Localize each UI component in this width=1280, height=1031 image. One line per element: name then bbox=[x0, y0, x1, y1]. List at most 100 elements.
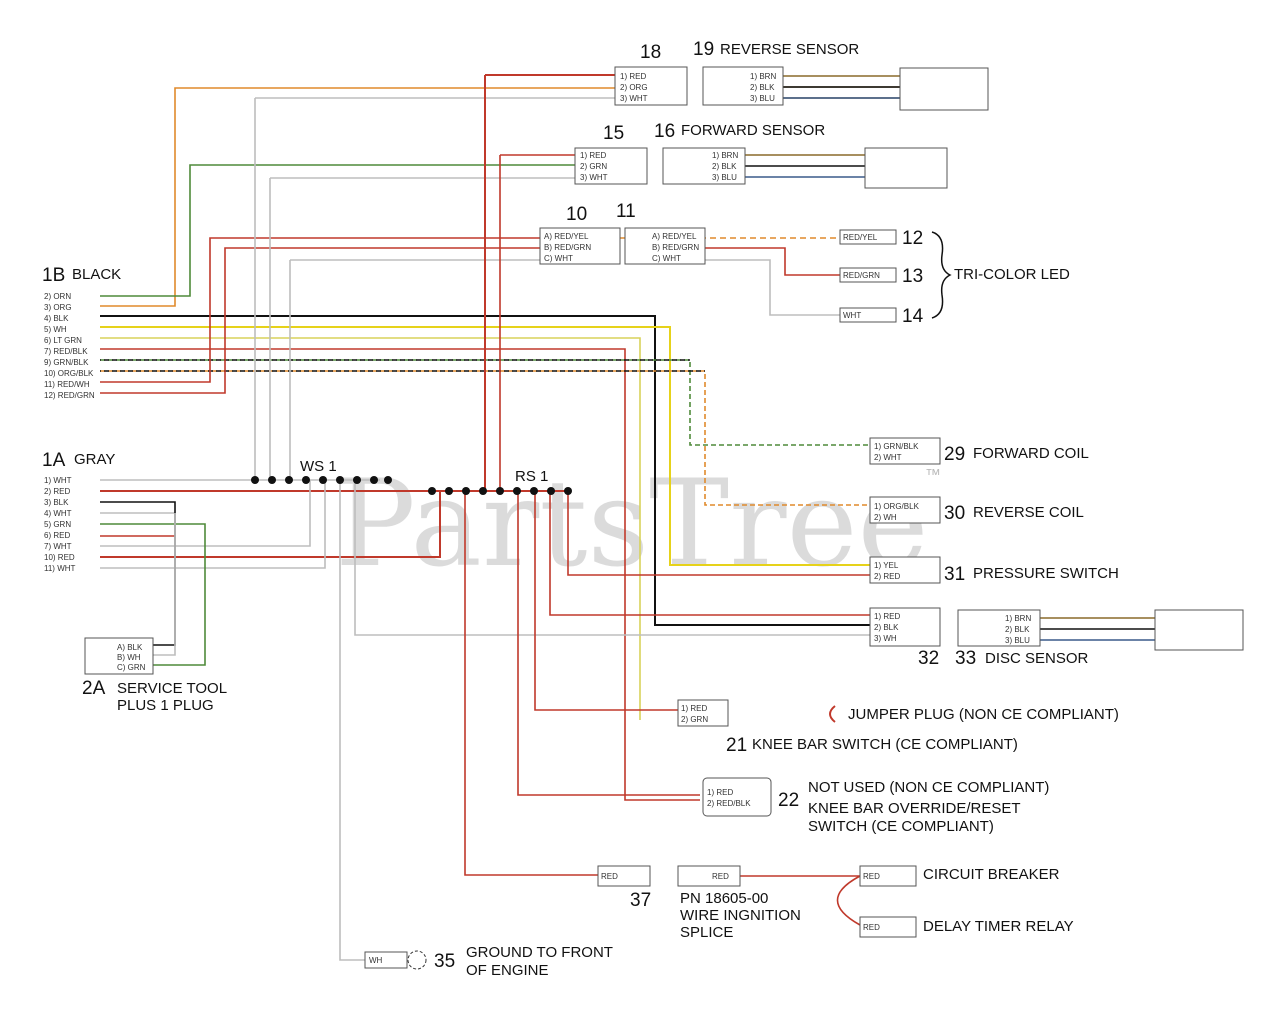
connector-2A-name-1: SERVICE TOOL bbox=[117, 680, 227, 697]
forward-coil-pin: 2) WHT bbox=[874, 453, 902, 462]
connector-32-pin: 1) RED bbox=[874, 612, 900, 621]
connector-1B-name: BLACK bbox=[72, 266, 121, 283]
connector-10-number: 10 bbox=[566, 204, 587, 225]
connector-2A-number: 2A bbox=[82, 678, 106, 699]
connector-11-pin: B) RED/GRN bbox=[652, 243, 699, 252]
reverse-sensor-pin: 3) BLU bbox=[750, 94, 775, 103]
connector-11-number: 11 bbox=[616, 201, 636, 222]
rs1-label: RS 1 bbox=[515, 468, 548, 485]
pressure-switch-pin: 1) YEL bbox=[874, 561, 899, 570]
wire-splice-line-2: WIRE INGNITION bbox=[680, 907, 801, 924]
connector-1B-pin: 7) RED/BLK bbox=[44, 347, 88, 356]
connector-18-pin: 2) ORG bbox=[620, 83, 648, 92]
forward-coil-number: 29 bbox=[944, 444, 965, 465]
reverse-sensor-pin: 2) BLK bbox=[750, 83, 775, 92]
connector-18-pin: 3) WHT bbox=[620, 94, 648, 103]
ground-wire: WH bbox=[369, 956, 383, 965]
knee-bar-override-line-2: KNEE BAR OVERRIDE/RESET bbox=[808, 800, 1021, 817]
disc-sensor-name: DISC SENSOR bbox=[985, 650, 1089, 667]
ground-number: 35 bbox=[434, 951, 455, 972]
knee-bar-switch-name: KNEE BAR SWITCH (CE COMPLIANT) bbox=[752, 736, 1018, 753]
disc-sensor-pin: 2) BLK bbox=[1005, 625, 1030, 634]
connector-11-pin: C) WHT bbox=[652, 254, 681, 263]
delay-timer-relay: RED DELAY TIMER RELAY bbox=[859, 916, 1074, 938]
reverse-coil-pin: 2) WH bbox=[874, 513, 897, 522]
wire-splice: RED PN 18605-00 WIRE INGNITION SPLICE bbox=[677, 865, 801, 941]
led-12-number: 12 bbox=[902, 228, 923, 249]
connector-10-pin: C) WHT bbox=[544, 254, 573, 263]
forward-sensor-body bbox=[864, 147, 948, 189]
wires bbox=[100, 74, 1155, 961]
connector-2A-pin: B) WH bbox=[117, 653, 141, 662]
forward-coil-name: FORWARD COIL bbox=[973, 445, 1089, 462]
watermark: PartsTree bbox=[335, 455, 929, 594]
ground-line-2: OF ENGINE bbox=[466, 962, 549, 979]
knee-bar-switch-pin: 2) GRN bbox=[681, 715, 708, 724]
knee-bar-override-line-1: NOT USED (NON CE COMPLIANT) bbox=[808, 779, 1049, 796]
reverse-coil-number: 30 bbox=[944, 503, 965, 524]
connector-1A-name: GRAY bbox=[74, 451, 115, 468]
disc-sensor-pin: 3) BLU bbox=[1005, 636, 1030, 645]
connector-15-pin: 1) RED bbox=[580, 151, 606, 160]
led-13-wire: RED/GRN bbox=[843, 271, 880, 280]
knee-bar-switch-pin: 1) RED bbox=[681, 704, 707, 713]
circuit-breaker: RED CIRCUIT BREAKER bbox=[859, 865, 1060, 887]
connector-1A-pin: 2) RED bbox=[44, 487, 70, 496]
delay-timer-name: DELAY TIMER RELAY bbox=[923, 918, 1074, 935]
connector-32-pin: 3) WH bbox=[874, 634, 897, 643]
connector-10-pin: B) RED/GRN bbox=[544, 243, 591, 252]
led-13-number: 13 bbox=[902, 266, 923, 287]
connector-1B-pin: 4) BLK bbox=[44, 314, 69, 323]
connector-1A-pin: 6) RED bbox=[44, 531, 70, 540]
disc-sensor-pin: 1) BRN bbox=[1005, 614, 1031, 623]
ground-35: WH 35 GROUND TO FRONT OF ENGINE bbox=[364, 944, 613, 979]
connector-18-number: 18 bbox=[640, 42, 661, 63]
connector-1B-pin: 12) RED/GRN bbox=[44, 391, 95, 400]
reverse-coil-pin: 1) ORG/BLK bbox=[874, 502, 920, 511]
led-14-wire: WHT bbox=[843, 311, 861, 320]
connector-11-pins: A) RED/YEL B) RED/GRN C) WHT bbox=[652, 232, 699, 263]
knee-bar-switch-pins: 1) RED 2) GRN bbox=[681, 704, 708, 724]
connector-11-pin: A) RED/YEL bbox=[652, 232, 697, 241]
delay-timer-wire: RED bbox=[863, 923, 880, 932]
forward-sensor-name: FORWARD SENSOR bbox=[681, 122, 825, 139]
connector-1A-pin: 5) GRN bbox=[44, 520, 71, 529]
disc-sensor-33: 1) BRN 2) BLK 3) BLU 33 DISC SENSOR bbox=[955, 609, 1244, 669]
forward-sensor-pin: 1) BRN bbox=[712, 151, 738, 160]
forward-sensor-pin: 2) BLK bbox=[712, 162, 737, 171]
wire-splice-line-1: PN 18605-00 bbox=[680, 890, 768, 907]
tri-color-led-label: TRI-COLOR LED bbox=[954, 266, 1070, 283]
connector-32-number: 32 bbox=[918, 648, 939, 669]
ground-line-1: GROUND TO FRONT bbox=[466, 944, 613, 961]
reverse-sensor-name: REVERSE SENSOR bbox=[720, 41, 859, 58]
connector-1B-pin: 6) LT GRN bbox=[44, 336, 82, 345]
led-14-number: 14 bbox=[902, 306, 924, 327]
connector-37-number: 37 bbox=[630, 890, 651, 911]
wire-splice-wire: RED bbox=[712, 872, 729, 881]
reverse-sensor-number: 19 bbox=[693, 39, 714, 60]
wire-splice-line-3: SPLICE bbox=[680, 924, 733, 941]
disc-sensor-number: 33 bbox=[955, 648, 976, 669]
pressure-switch-number: 31 bbox=[944, 564, 965, 585]
ground-terminal-icon bbox=[407, 950, 427, 970]
knee-bar-override-number: 22 bbox=[778, 790, 799, 811]
forward-sensor-number: 16 bbox=[654, 121, 675, 142]
